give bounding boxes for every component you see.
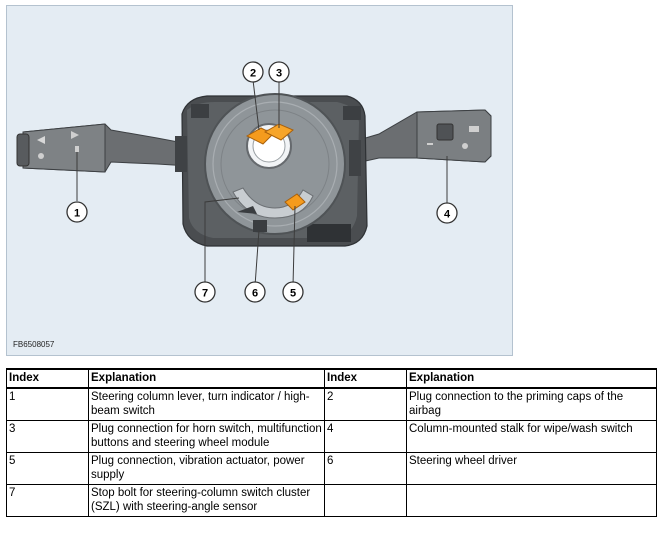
row-index: 7 bbox=[6, 484, 89, 517]
callout-3: 3 bbox=[268, 61, 290, 83]
header-index-2: Index bbox=[324, 368, 407, 389]
callout-5: 5 bbox=[282, 281, 304, 303]
svg-text:1: 1 bbox=[74, 208, 80, 220]
row-explanation: Stop bolt for steering-column switch clu… bbox=[88, 484, 325, 517]
svg-text:5: 5 bbox=[290, 288, 296, 300]
callout-4: 4 bbox=[436, 202, 458, 224]
right-stalk-illustration bbox=[351, 109, 492, 165]
row-explanation bbox=[406, 484, 657, 517]
header-index-1: Index bbox=[6, 368, 89, 389]
legend-header-row: Index Explanation Index Explanation bbox=[6, 368, 657, 389]
figure-code: FB6508057 bbox=[13, 340, 55, 349]
switch-cluster-illustration: 1 2 3 4 5 6 7 bbox=[16, 61, 492, 303]
svg-text:4: 4 bbox=[444, 209, 451, 221]
table-row: 7 Stop bolt for steering-column switch c… bbox=[6, 484, 657, 517]
table-row: 5 Plug connection, vibration actuator, p… bbox=[6, 452, 657, 485]
switch-cluster-housing bbox=[175, 93, 368, 247]
callout-1: 1 bbox=[66, 201, 88, 223]
table-row: 1 Steering column lever, turn indicator … bbox=[6, 387, 657, 421]
row-explanation: Plug connection, vibration actuator, pow… bbox=[88, 452, 325, 485]
row-index: 5 bbox=[6, 452, 89, 485]
switch-cluster-figure: 1 2 3 4 5 6 7 FB6508057 bbox=[6, 5, 513, 356]
leader-lines bbox=[76, 79, 448, 287]
svg-text:3: 3 bbox=[276, 68, 282, 80]
row-index: 3 bbox=[6, 420, 89, 453]
svg-text:2: 2 bbox=[250, 68, 256, 80]
table-row: 3 Plug connection for horn switch, multi… bbox=[6, 420, 657, 453]
row-index bbox=[324, 484, 407, 517]
row-explanation: Steering column lever, turn indicator / … bbox=[88, 387, 325, 421]
header-explanation-2: Explanation bbox=[406, 368, 657, 389]
callout-7: 7 bbox=[194, 281, 216, 303]
row-explanation: Plug connection for horn switch, multifu… bbox=[88, 420, 325, 453]
orange-connectors bbox=[245, 123, 306, 211]
left-stalk-illustration bbox=[16, 123, 190, 173]
row-explanation: Steering wheel driver bbox=[406, 452, 657, 485]
row-index: 6 bbox=[324, 452, 407, 485]
svg-text:6: 6 bbox=[252, 288, 258, 300]
callout-6: 6 bbox=[244, 281, 266, 303]
row-explanation: Column-mounted stalk for wipe/wash switc… bbox=[406, 420, 657, 453]
legend-table: Index Explanation Index Explanation 1 St… bbox=[6, 368, 657, 517]
svg-text:7: 7 bbox=[202, 288, 208, 300]
header-explanation-1: Explanation bbox=[88, 368, 325, 389]
row-explanation: Plug connection to the priming caps of t… bbox=[406, 387, 657, 421]
row-index: 4 bbox=[324, 420, 407, 453]
row-index: 1 bbox=[6, 387, 89, 421]
row-index: 2 bbox=[324, 387, 407, 421]
callout-2: 2 bbox=[242, 61, 264, 83]
